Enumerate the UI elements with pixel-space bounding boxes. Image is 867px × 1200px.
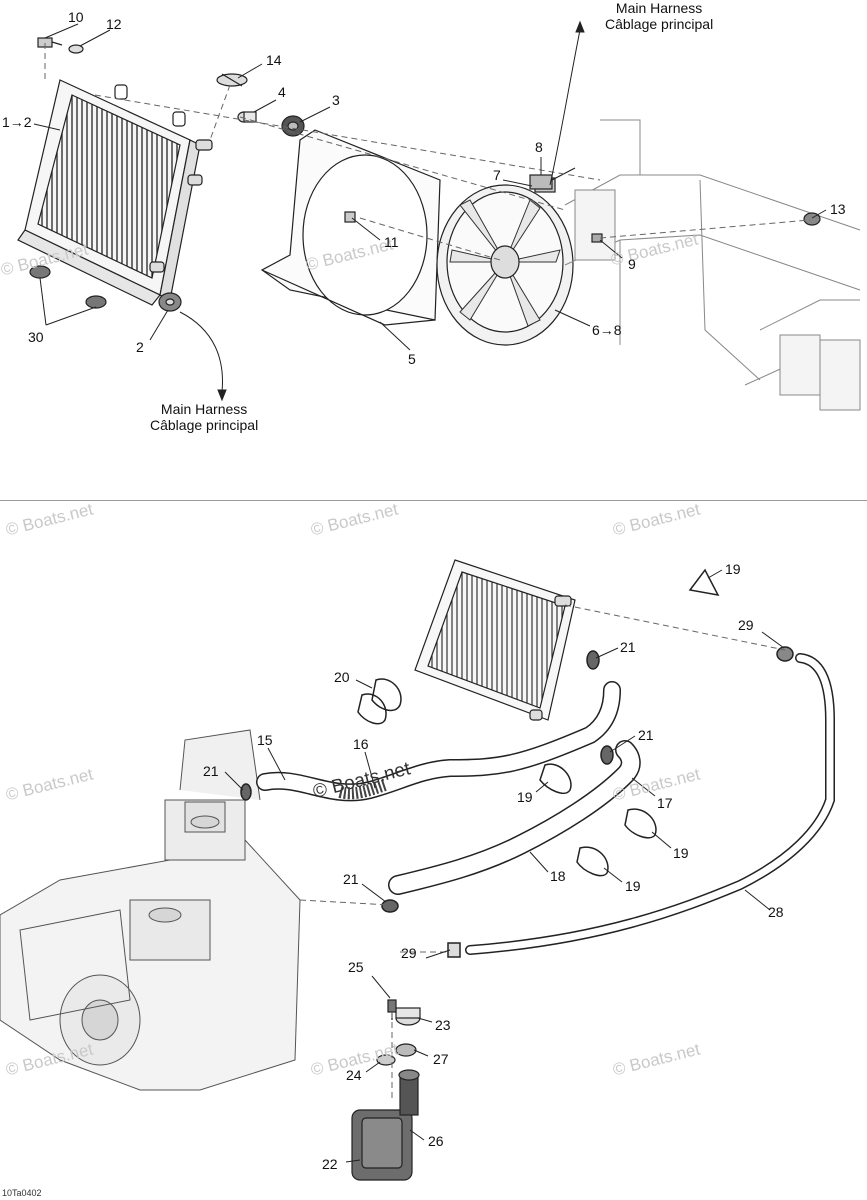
- leader-lines-top: [33, 23, 827, 351]
- fan-shroud-5: [260, 129, 441, 326]
- coolant-reservoir: [351, 1069, 420, 1181]
- top-exploded-view: [17, 20, 861, 411]
- callout-17: 17: [657, 795, 673, 811]
- grommet-4: [237, 111, 257, 123]
- harness-arrow-bottom: [179, 311, 227, 402]
- callout-19: 19: [517, 789, 533, 805]
- callout-28: 28: [768, 904, 784, 920]
- callout-1-2: 1→2: [2, 114, 32, 130]
- callout-25: 25: [348, 959, 364, 975]
- bolt-10: [37, 37, 63, 48]
- section-divider: [0, 500, 867, 501]
- washer-12: [68, 44, 84, 54]
- harness-label-en: Main Harness: [160, 401, 248, 417]
- callout-21: 21: [638, 727, 654, 743]
- assembly-lines-bottom: [299, 604, 786, 1100]
- callout-6-8: 6→8: [592, 322, 622, 338]
- callout-29: 29: [738, 617, 754, 633]
- hose-28: [465, 653, 835, 955]
- callout-11: 11: [384, 234, 399, 250]
- radiator-top: [17, 79, 213, 306]
- leader-lines-bottom: [224, 569, 785, 1163]
- rubber-mount-3: [281, 115, 305, 137]
- filler-neck-27: [395, 1043, 417, 1057]
- callout-8: 8: [535, 139, 543, 155]
- callout-26: 26: [428, 1133, 444, 1149]
- main-harness-annotation-bottom: Main Harness Câblage principal: [150, 401, 258, 433]
- bottom-exploded-view: [0, 559, 835, 1181]
- callout-16: 16: [353, 736, 369, 752]
- callout-27: 27: [433, 1051, 449, 1067]
- callout-22: 22: [322, 1156, 338, 1172]
- drawing-code: 10Ta0402: [2, 1188, 42, 1198]
- callout-12: 12: [106, 16, 122, 32]
- callout-21: 21: [203, 763, 219, 779]
- assembly-lines-top: [44, 43, 811, 261]
- callout-7: 7: [493, 167, 501, 183]
- harness-arrow-top: [549, 20, 585, 186]
- callout-15: 15: [257, 732, 273, 748]
- callout-29: 29: [401, 945, 417, 961]
- callout-14: 14: [266, 52, 282, 68]
- grommets-30: [29, 265, 107, 309]
- vehicle-frame: [564, 119, 861, 411]
- clamp-24: [376, 1054, 396, 1066]
- callout-13: 13: [830, 201, 846, 217]
- grommet-2: [158, 292, 182, 312]
- callout-9: 9: [628, 256, 636, 272]
- callout-21: 21: [343, 871, 359, 887]
- callout-24: 24: [346, 1067, 362, 1083]
- harness-label-fr: Câblage principal: [150, 417, 259, 433]
- callout-18: 18: [550, 868, 566, 884]
- hose-15-16: [256, 681, 621, 802]
- callout-19: 19: [725, 561, 741, 577]
- callout-5: 5: [408, 351, 416, 367]
- engine: [0, 729, 301, 1091]
- callout-10: 10: [68, 9, 84, 25]
- callout-19: 19: [673, 845, 689, 861]
- harness-label-fr: Câblage principal: [605, 16, 714, 32]
- radiator-bottom: [414, 559, 576, 721]
- callout-2: 2: [136, 339, 144, 355]
- reservoir-cap-23: [395, 1007, 421, 1026]
- callout-20: 20: [334, 669, 350, 685]
- cooling-fan-6: [436, 177, 574, 346]
- callout-4: 4: [278, 84, 286, 100]
- callout-19: 19: [625, 878, 641, 894]
- hose-17-18: [388, 740, 641, 895]
- callout-23: 23: [435, 1017, 451, 1033]
- main-harness-annotation-top: Main Harness Câblage principal: [605, 0, 713, 32]
- clamps: [240, 568, 794, 958]
- callout-3: 3: [332, 92, 340, 108]
- harness-label-en: Main Harness: [615, 0, 703, 16]
- callout-30: 30: [28, 329, 44, 345]
- callout-21: 21: [620, 639, 636, 655]
